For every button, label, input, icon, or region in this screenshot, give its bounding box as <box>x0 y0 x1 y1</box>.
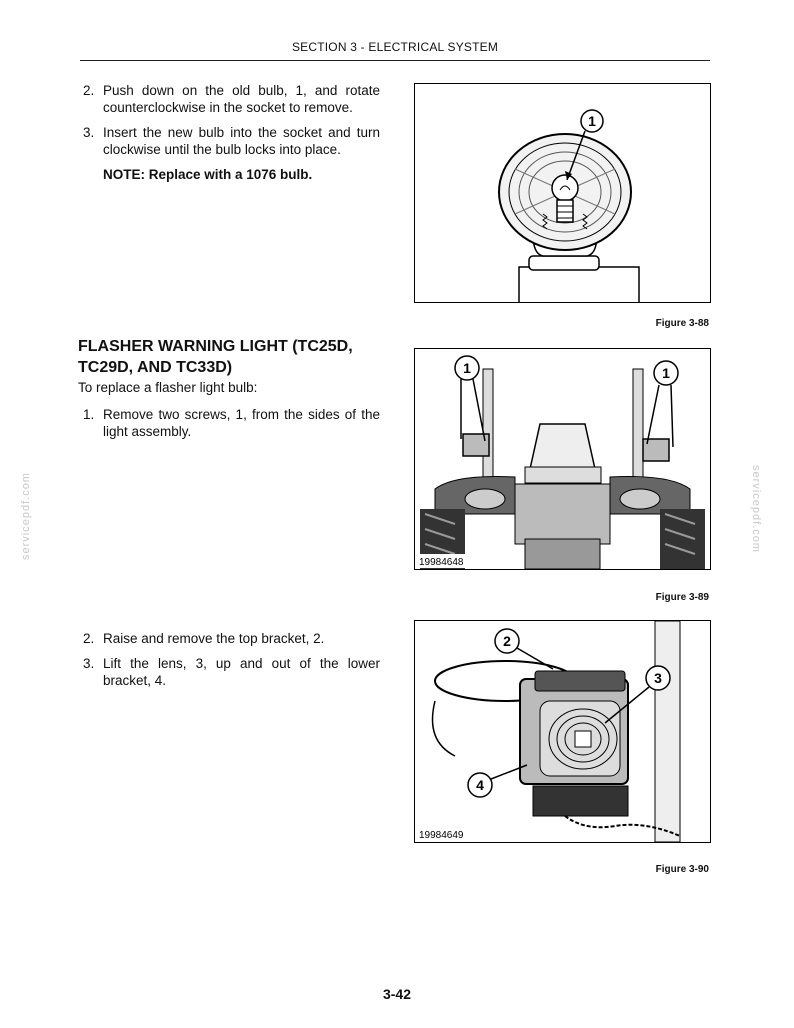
step-text: Lift the lens, 3, up and out of the lowe… <box>103 656 380 688</box>
step-text: Remove two screws, 1, from the sides of … <box>103 407 380 439</box>
step-text: Push down on the old bulb, 1, and rotate… <box>103 83 380 115</box>
figure-id-label: 19984648 <box>419 557 464 568</box>
step-2-remove-bracket: 2. Raise and remove the top bracket, 2. <box>83 630 380 647</box>
step-number: 2. <box>83 631 95 646</box>
step-number: 1. <box>83 407 95 422</box>
figure-3-90-caption: Figure 3-90 <box>655 864 709 875</box>
step-text: Insert the new bulb into the socket and … <box>103 125 380 157</box>
figure-id-label: 19984649 <box>419 830 464 841</box>
callout-1: 1 <box>588 113 596 129</box>
bulb-note: NOTE: Replace with a 1076 bulb. <box>103 167 313 182</box>
step-number: 2. <box>83 83 95 98</box>
step-number: 3. <box>83 125 95 140</box>
figure-3-89-caption: Figure 3-89 <box>655 592 709 603</box>
step-text: Raise and remove the top bracket, 2. <box>103 631 325 646</box>
callout-1-left: 1 <box>463 360 471 376</box>
figure-3-88-image: 1 <box>414 83 711 303</box>
section-heading: FLASHER WARNING LIGHT (TC25D, TC29D, AND… <box>78 336 378 378</box>
page-number: 3-42 <box>382 986 412 1002</box>
section-intro: To replace a flasher light bulb: <box>78 380 258 395</box>
step-number: 3. <box>83 656 95 671</box>
step-3-insert-bulb: 3. Insert the new bulb into the socket a… <box>83 124 380 158</box>
callout-4: 4 <box>476 777 484 793</box>
step-3-lift-lens: 3. Lift the lens, 3, up and out of the l… <box>83 655 380 689</box>
watermark-left: servicepdf.com <box>20 472 32 560</box>
callout-3: 3 <box>654 670 662 686</box>
figure-3-90-image: 2 3 4 19984649 <box>414 620 711 843</box>
figure-3-88-caption: Figure 3-88 <box>655 318 709 329</box>
step-1-remove-screws: 1. Remove two screws, 1, from the sides … <box>83 406 380 440</box>
section-heading-line-1: FLASHER WARNING LIGHT (TC25D, <box>78 338 353 355</box>
callout-2: 2 <box>503 633 511 649</box>
watermark-right: servicepdf.com <box>750 465 762 553</box>
figure-3-89-image: 1 1 19984648 <box>414 348 711 570</box>
step-2-remove-bulb: 2. Push down on the old bulb, 1, and rot… <box>83 82 380 116</box>
section-heading-line-2: TC29D, AND TC33D) <box>78 359 233 376</box>
section-header: SECTION 3 - ELECTRICAL SYSTEM <box>291 40 499 54</box>
header-rule <box>80 60 710 61</box>
callout-1-right: 1 <box>662 365 670 381</box>
